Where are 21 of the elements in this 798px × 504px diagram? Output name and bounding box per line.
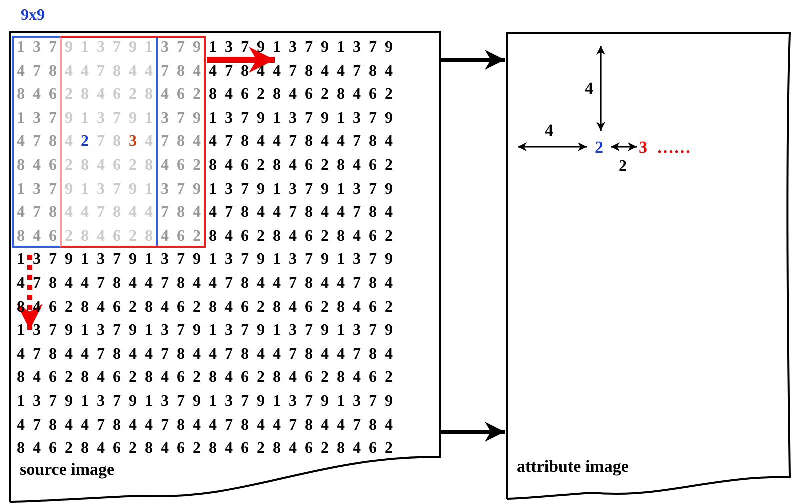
panel-caption: attribute image <box>517 457 629 477</box>
digit-row: 1 3 7 9 1 3 7 9 1 3 7 9 1 3 7 9 1 3 7 9 1 3 7 9 <box>17 252 393 268</box>
page-panel <box>507 33 790 499</box>
arrow <box>441 50 505 70</box>
digit-row: 4 7 8 4 4 7 8 4 4 7 8 4 4 7 8 4 4 7 8 4 4 7 8 4 <box>17 346 393 363</box>
arrow <box>441 422 505 442</box>
digit-row: 8 4 6 2 8 4 6 2 8 4 6 2 8 4 6 2 8 4 6 2 8 4 6 2 <box>17 441 393 458</box>
dimension-label: 4 <box>545 122 554 139</box>
digit-row: 1 3 7 9 1 3 7 9 1 3 7 9 1 3 7 9 1 3 7 9 1 3 7 9 <box>17 394 393 410</box>
digit-row: 4 7 8 4 4 7 8 4 4 7 8 4 4 7 8 4 4 7 8 4 4 7 8 4 <box>17 418 393 434</box>
page-panel <box>10 32 440 502</box>
dimension-label: 4 <box>585 80 594 97</box>
window-size-label: 9x9 <box>21 8 45 24</box>
dimension-label: 2 <box>619 159 627 175</box>
panel-caption: source image <box>20 460 115 480</box>
pixel-label: 2 <box>595 139 604 156</box>
digit-row: 8 4 6 2 8 4 6 2 8 4 6 2 8 4 6 2 8 4 6 2 8 4 6 2 <box>17 370 393 386</box>
digit-row: 1 3 7 9 1 3 7 9 1 3 7 9 1 3 7 9 1 3 7 9 1 3 7 9 <box>17 323 393 340</box>
digit-row: 4 7 8 4 4 7 8 4 4 7 8 4 4 7 8 4 4 7 8 4 4 7 8 4 <box>17 276 393 292</box>
pixel-label: 3 <box>639 139 648 156</box>
ellipsis: …… <box>657 139 691 156</box>
